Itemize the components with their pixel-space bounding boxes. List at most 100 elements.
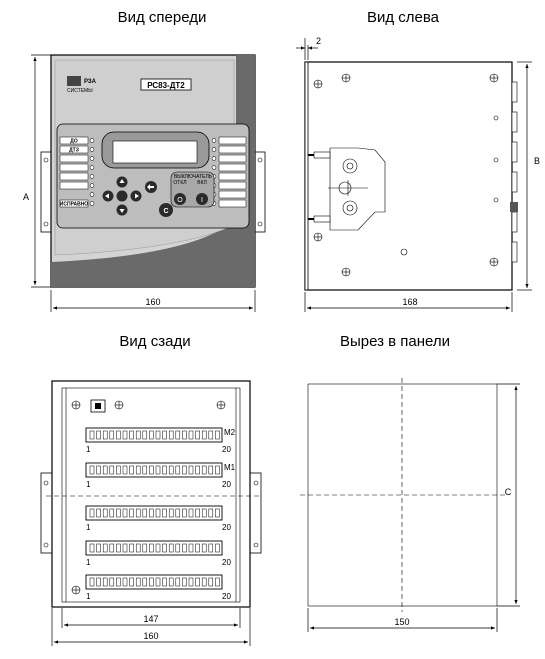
- terminal-pin: [155, 577, 161, 587]
- model-label-box: [140, 78, 192, 91]
- nav-keypad[interactable]: [102, 176, 142, 216]
- terminal-pin: [109, 508, 115, 518]
- terminal-pin: [89, 465, 95, 475]
- connector-m1-end: 20: [222, 480, 231, 489]
- terminal-pin: [129, 543, 134, 553]
- terminal-pin: [195, 543, 200, 553]
- connector-m2-label: M2: [224, 428, 236, 437]
- terminal-pin: [116, 543, 121, 553]
- terminal-pin: [89, 430, 95, 440]
- terminal-pin: [162, 465, 167, 475]
- terminal-pin: [188, 430, 194, 440]
- terminal-pin: [109, 465, 115, 475]
- right-led-labels: [218, 136, 247, 208]
- terminal-pin: [122, 465, 128, 475]
- terminal-pin: [188, 577, 194, 587]
- connector-5-end: 20: [222, 592, 231, 601]
- terminal-pin: [109, 430, 115, 440]
- front-case-dark: [51, 55, 255, 287]
- terminal-pin: [122, 430, 128, 440]
- connector-5-start: 1: [86, 592, 91, 601]
- terminal-pin: [208, 577, 214, 587]
- terminal-pin: [168, 577, 174, 587]
- terminal-pin: [182, 543, 187, 553]
- terminal-pin: [162, 577, 167, 587]
- terminal-pin: [102, 508, 108, 518]
- terminal-pin: [201, 543, 207, 553]
- terminal-pin: [182, 465, 187, 475]
- connector-m2-start: 1: [86, 445, 91, 454]
- left-led-labels: ДО ДТЗ ИСПРАВНО: [59, 136, 89, 208]
- terminal-pin: [142, 577, 148, 587]
- terminal-pin: [195, 430, 200, 440]
- dim-left-offset-label: 2: [316, 36, 321, 46]
- breaker-off-button[interactable]: [174, 193, 186, 205]
- led-label-ok: ИСПРАВНО: [60, 202, 89, 208]
- terminal-pin: [201, 577, 207, 587]
- terminal-pin: [116, 430, 121, 440]
- terminal-pin: [122, 577, 128, 587]
- dim-left-depth-label: 168: [402, 297, 417, 307]
- dim-front-height-label: A: [23, 192, 29, 202]
- terminal-pin: [122, 543, 128, 553]
- led-label-dtz: ДТЗ: [69, 148, 79, 154]
- connector-4-end: 20: [222, 558, 231, 567]
- terminal-pin: [195, 508, 200, 518]
- terminal-pin: [175, 543, 181, 553]
- terminal-pin: [188, 508, 194, 518]
- terminal-pin: [175, 465, 181, 475]
- front-view: РЗА СИСТЕМЫ РС83-ДТ2 ДО ДТЗ ИСПРАВНО: [23, 54, 266, 312]
- terminal-pin: [129, 577, 134, 587]
- connector-block: [85, 574, 223, 590]
- lcd-display: [112, 140, 198, 164]
- terminal-pin: [155, 430, 161, 440]
- breaker-on-button[interactable]: [196, 193, 208, 205]
- terminal-pin: [201, 430, 207, 440]
- terminal-pin: [116, 577, 121, 587]
- terminal-pin: [162, 430, 167, 440]
- terminal-pin: [96, 577, 101, 587]
- terminal-pin: [182, 577, 187, 587]
- terminal-pin: [215, 577, 220, 587]
- breaker-off-symbol: O: [177, 197, 183, 204]
- terminal-pin: [96, 430, 101, 440]
- terminal-pin: [102, 577, 108, 587]
- back-view: M2 1 20 M1 1 20 1 20 1 20 1 20 147 160: [40, 380, 262, 646]
- terminal-pin: [208, 430, 214, 440]
- terminal-pin: [142, 430, 148, 440]
- dim-left-height-label: B: [534, 156, 540, 166]
- cutout-view: C 150: [300, 378, 520, 632]
- terminal-pin: [149, 430, 154, 440]
- terminal-pin: [155, 543, 161, 553]
- brand-logo: [67, 76, 81, 86]
- left-view-title: Вид слева: [367, 9, 440, 26]
- terminal-pin: [142, 508, 148, 518]
- connector-block: [85, 540, 223, 556]
- right-bracket: [253, 151, 266, 233]
- left-screws: [313, 73, 499, 277]
- connector-m2-end: 20: [222, 445, 231, 454]
- terminal-pin: [188, 465, 194, 475]
- terminal-pin: [116, 465, 121, 475]
- terminal-pin: [102, 430, 108, 440]
- terminal-pin: [215, 465, 220, 475]
- terminal-pin: [149, 577, 154, 587]
- nav-ok-button[interactable]: [116, 190, 128, 202]
- connector-block: [85, 427, 223, 443]
- led-label-do: ДО: [70, 139, 78, 145]
- dim-front-width-label: 160: [145, 297, 160, 307]
- connector-3-start: 1: [86, 523, 91, 532]
- terminal-pin: [175, 508, 181, 518]
- left-bracket-plate: [329, 147, 386, 231]
- connector-block: [85, 462, 223, 478]
- chevron-left-icon: [105, 193, 109, 199]
- terminal-pin: [89, 543, 95, 553]
- dim-back-width-label: 160: [143, 631, 158, 641]
- connector-m1-start: 1: [86, 480, 91, 489]
- chevron-down-icon: [119, 209, 125, 213]
- terminal-pin: [168, 508, 174, 518]
- terminal-pin: [89, 508, 95, 518]
- c-button[interactable]: [159, 203, 173, 217]
- chevron-right-icon: [135, 193, 139, 199]
